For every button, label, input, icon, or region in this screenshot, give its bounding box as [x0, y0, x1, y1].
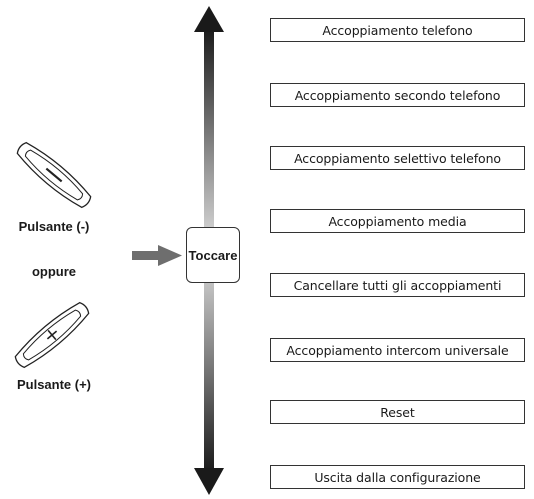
menu-item-universal-intercom-pairing: Accoppiamento intercom universale	[270, 338, 525, 362]
or-label: oppure	[31, 264, 77, 279]
menu-item-reset: Reset	[270, 400, 525, 424]
minus-button-label: Pulsante (-)	[18, 219, 90, 234]
menu-item-selective-phone-pairing: Accoppiamento selettivo telefono	[270, 146, 525, 170]
tap-box: Toccare	[186, 227, 240, 283]
menu-item-media-pairing: Accoppiamento media	[270, 209, 525, 233]
button-plus-icon	[14, 301, 90, 369]
menu-item-exit-configuration: Uscita dalla configurazione	[270, 465, 525, 489]
menu-item-phone-pairing: Accoppiamento telefono	[270, 18, 525, 42]
plus-button-label: Pulsante (+)	[16, 377, 92, 392]
button-minus-icon	[16, 141, 92, 209]
right-arrow-icon	[132, 245, 182, 266]
menu-item-second-phone-pairing: Accoppiamento secondo telefono	[270, 83, 525, 107]
menu-item-delete-pairings: Cancellare tutti gli accoppiamenti	[270, 273, 525, 297]
